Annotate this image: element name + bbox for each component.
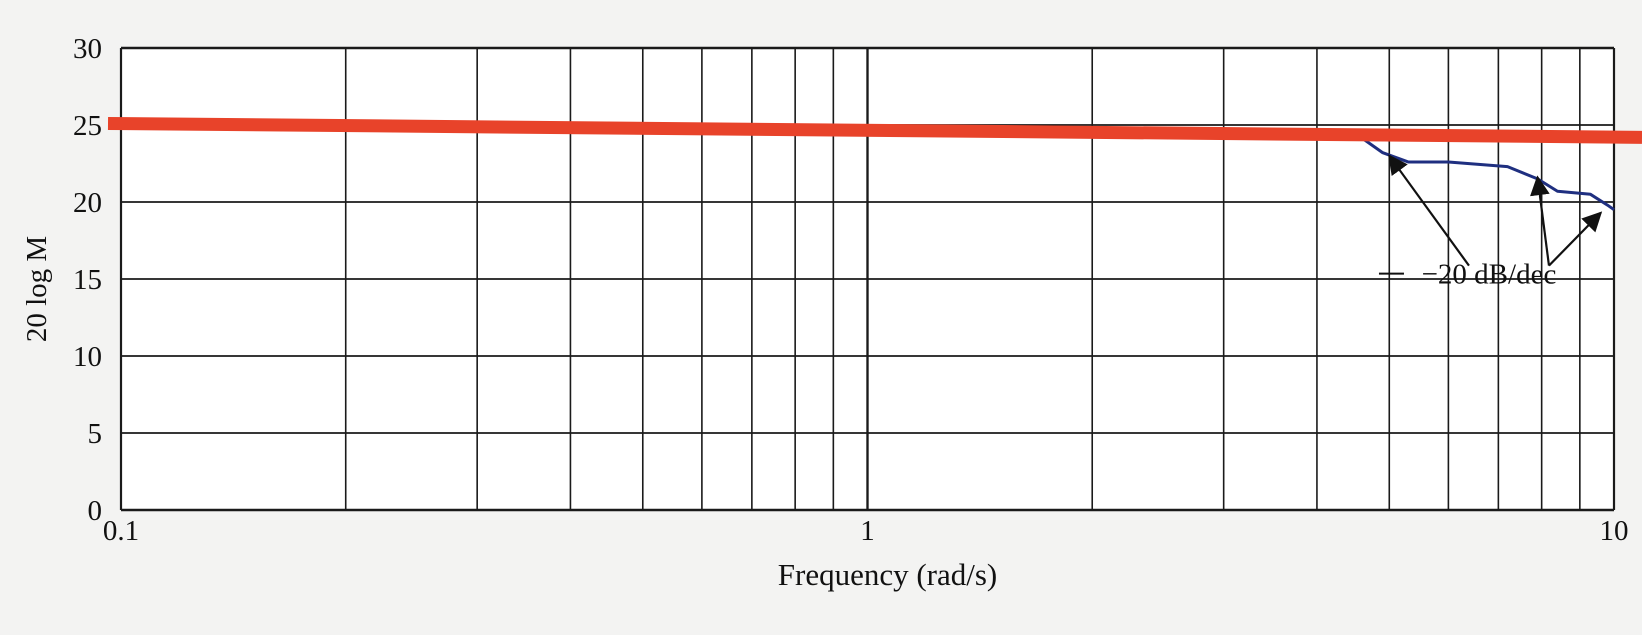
grid bbox=[119, 46, 1616, 512]
x-tick-label: 10 bbox=[1600, 515, 1629, 547]
annotation-arrow bbox=[1548, 211, 1603, 267]
y-tick-label: 25 bbox=[73, 110, 102, 142]
y-tick-label: 30 bbox=[73, 33, 102, 65]
annotation-arrow bbox=[1388, 154, 1470, 267]
y-tick-label: 20 bbox=[73, 187, 102, 219]
annotation-arrow bbox=[1530, 175, 1551, 266]
y-axis-label: 20 log M bbox=[21, 236, 53, 342]
red-reference-line bbox=[107, 116, 1642, 144]
y-tick-label: 0 bbox=[88, 495, 103, 527]
y-tick-label: 10 bbox=[73, 341, 102, 373]
x-axis-label: Frequency (rad/s) bbox=[778, 557, 998, 592]
y-tick-label: 15 bbox=[73, 264, 102, 296]
y-tick-label: 5 bbox=[88, 418, 103, 450]
annotation-label: −20 dB/dec bbox=[1422, 259, 1557, 291]
x-tick-label: 0.1 bbox=[103, 515, 139, 547]
x-tick-label: 1 bbox=[860, 515, 875, 547]
overlay bbox=[107, 116, 1642, 144]
annotations: −20 dB/dec bbox=[1378, 154, 1603, 291]
